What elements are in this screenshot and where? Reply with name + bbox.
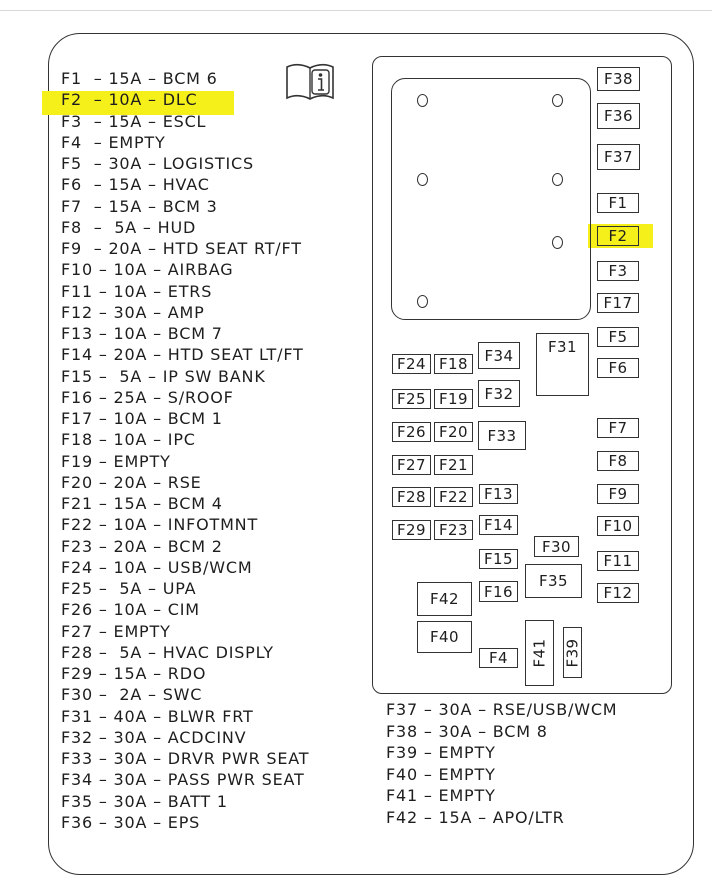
legend-entry: F41 – EMPTY — [386, 786, 496, 805]
relay-hole — [552, 173, 563, 186]
legend-entry: F7 – 15A – BCM 3 — [61, 196, 218, 216]
fuse-F13[interactable]: F13 — [479, 484, 518, 504]
fuse-F28[interactable]: F28 — [392, 487, 431, 507]
fuse-F14[interactable]: F14 — [479, 515, 518, 535]
legend-entry: F35 – 30A – BATT 1 — [61, 791, 228, 811]
fuse-F9[interactable]: F9 — [597, 484, 639, 504]
fuse-F20[interactable]: F20 — [434, 422, 473, 442]
legend-entry: F25 – 5A – UPA — [61, 579, 197, 598]
legend-entry: F5 – 30A – LOGISTICS — [61, 154, 254, 173]
highlight-f2-fuse — [588, 224, 653, 248]
highlight-f2-legend — [42, 91, 234, 115]
fuse-F25[interactable]: F25 — [392, 389, 431, 409]
fuse-F42[interactable]: F42 — [417, 582, 472, 616]
fuse-F16[interactable]: F16 — [479, 581, 518, 602]
legend-entry: F31 – 40A – BLWR FRT — [61, 706, 254, 726]
fuse-F26[interactable]: F26 — [392, 422, 431, 442]
legend-entry: F1 – 15A – BCM 6 — [61, 69, 218, 88]
legend-entry: F34 – 30A – PASS PWR SEAT — [61, 770, 305, 790]
fuse-F30[interactable]: F30 — [534, 536, 579, 557]
legend-entry: F24 – 10A – USB/WCM — [61, 557, 253, 577]
legend-entry: F12 – 30A – AMP — [61, 302, 205, 322]
legend-entry: F36 – 30A – EPS — [61, 812, 201, 832]
relay-hole — [417, 173, 428, 186]
legend-entry: F21 – 15A – BCM 4 — [61, 494, 223, 513]
info-book-icon — [286, 63, 334, 100]
legend-entry: F37 – 30A – RSE/USB/WCM — [386, 700, 618, 719]
fuse-F5[interactable]: F5 — [597, 327, 639, 347]
legend-entry: F27 – EMPTY — [61, 621, 171, 641]
relay-hole — [552, 236, 563, 249]
top-divider — [0, 10, 712, 11]
legend-entry: F18 – 10A – IPC — [61, 430, 196, 450]
fuse-F37[interactable]: F37 — [597, 144, 640, 170]
fuse-F23[interactable]: F23 — [434, 520, 473, 540]
fuse-F35[interactable]: F35 — [525, 564, 582, 598]
fuse-F31[interactable]: F31 — [536, 333, 589, 396]
legend-entry: F33 – 30A – DRVR PWR SEAT — [61, 749, 310, 768]
legend-entry: F30 – 2A – SWC — [61, 685, 203, 705]
fuse-F7[interactable]: F7 — [597, 418, 639, 438]
fuse-F29[interactable]: F29 — [392, 520, 431, 540]
fuse-F4[interactable]: F4 — [479, 648, 518, 668]
legend-entry: F6 – 15A – HVAC — [61, 175, 210, 195]
fuse-F3[interactable]: F3 — [597, 261, 639, 281]
legend-entry: F9 – 20A – HTD SEAT RT/FT — [61, 239, 302, 258]
legend-entry: F28 – 5A – HVAC DISPLY — [61, 642, 274, 662]
fuse-F19[interactable]: F19 — [434, 389, 473, 409]
legend-entry: F16 – 25A – S/ROOF — [61, 387, 234, 407]
legend-entry: F19 – EMPTY — [61, 451, 171, 471]
legend-entry: F40 – EMPTY — [386, 764, 496, 784]
fuse-F11[interactable]: F11 — [597, 551, 639, 571]
fuse-F27[interactable]: F27 — [392, 455, 431, 475]
fuse-F39-label: F39 — [563, 638, 582, 667]
fuse-F18[interactable]: F18 — [434, 354, 473, 374]
fuse-F21[interactable]: F21 — [434, 455, 473, 475]
relay-hole — [417, 295, 428, 308]
relay-hole — [417, 94, 428, 107]
legend-entry: F10 – 10A – AIRBAG — [61, 260, 234, 280]
legend-entry: F38 – 30A – BCM 8 — [386, 721, 548, 741]
legend-entry: F32 – 30A – ACDCINV — [61, 727, 247, 747]
fuse-F41-label: F41 — [530, 638, 549, 668]
legend-entry: F26 – 10A – CIM — [61, 600, 200, 620]
fuse-F12[interactable]: F12 — [597, 583, 639, 603]
fuse-F8[interactable]: F8 — [597, 451, 639, 471]
fuse-F34[interactable]: F34 — [478, 342, 520, 369]
legend-entry: F22 – 10A – INFOTMNT — [61, 515, 259, 535]
legend-entry: F8 – 5A – HUD — [61, 217, 197, 237]
legend-entry: F4 – EMPTY — [61, 132, 166, 152]
legend-entry: F23 – 20A – BCM 2 — [61, 536, 223, 556]
legend-entry: F42 – 15A – APO/LTR — [386, 807, 565, 827]
fuse-F33[interactable]: F33 — [478, 421, 526, 450]
fuse-F22[interactable]: F22 — [434, 487, 473, 507]
relay-hole — [552, 94, 563, 107]
legend-entry: F39 – EMPTY — [386, 743, 496, 762]
legend-entry: F20 – 20A – RSE — [61, 472, 202, 492]
fuse-F1[interactable]: F1 — [597, 193, 639, 213]
legend-entry: F11 – 10A – ETRS — [61, 281, 213, 301]
fuse-F39[interactable]: F39 — [563, 627, 582, 678]
fuse-F2[interactable]: F2 — [597, 226, 639, 246]
fuse-F36[interactable]: F36 — [597, 103, 640, 129]
fuse-F15[interactable]: F15 — [479, 549, 518, 569]
legend-entry: F3 – 15A – ESCL — [61, 111, 207, 131]
fuse-block-diagram — [48, 33, 694, 875]
legend-entry: F14 – 20A – HTD SEAT LT/FT — [61, 345, 304, 365]
fuse-F6[interactable]: F6 — [597, 358, 639, 378]
fuse-F17[interactable]: F17 — [597, 293, 639, 313]
fuse-F24[interactable]: F24 — [392, 354, 431, 374]
legend-entry: F17 – 10A – BCM 1 — [61, 409, 223, 428]
fuse-F10[interactable]: F10 — [597, 516, 639, 536]
fuse-F32[interactable]: F32 — [478, 380, 520, 407]
fuse-F40[interactable]: F40 — [417, 621, 472, 653]
legend-entry: F15 – 5A – IP SW BANK — [61, 366, 266, 386]
fuse-F38[interactable]: F38 — [597, 67, 640, 91]
legend-entry: F29 – 15A – RDO — [61, 664, 207, 683]
legend-entry: F2 – 10A – DLC — [61, 90, 198, 110]
fuse-F41[interactable]: F41 — [525, 620, 554, 686]
fuse-panel — [372, 56, 672, 694]
relay-block — [391, 78, 591, 320]
legend-entry: F13 – 10A – BCM 7 — [61, 324, 223, 343]
